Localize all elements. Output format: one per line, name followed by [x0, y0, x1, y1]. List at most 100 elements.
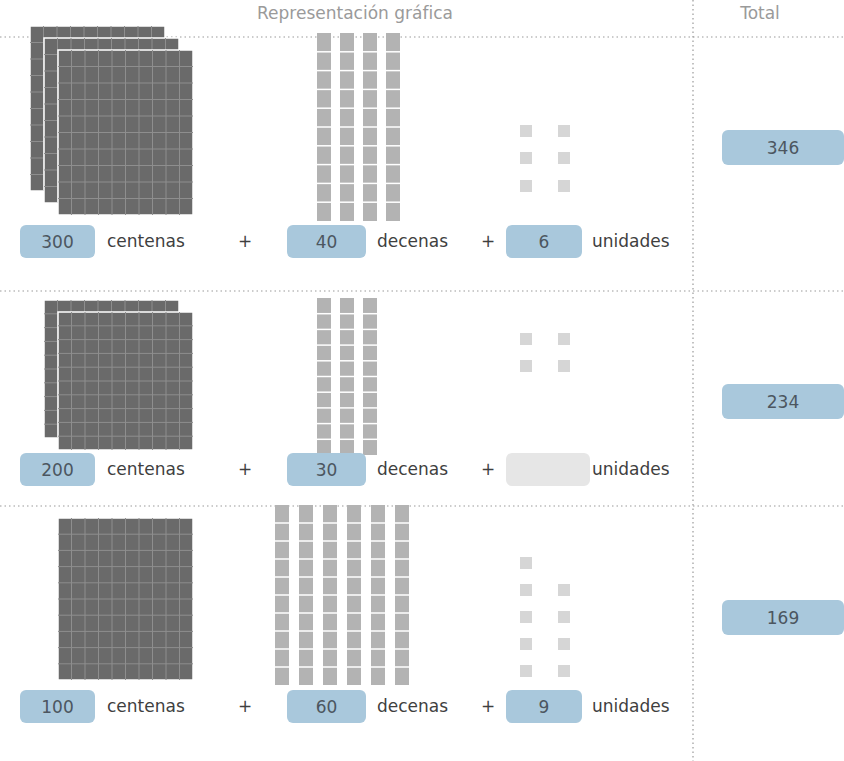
rod-division	[395, 576, 409, 578]
dotted-rule	[0, 290, 844, 291]
flat-grid	[139, 50, 140, 215]
rod-division	[275, 558, 289, 560]
unit-cube	[558, 152, 570, 164]
rod-body	[363, 33, 377, 221]
number-value: 60	[316, 697, 338, 717]
rod-division	[395, 648, 409, 650]
rod-division	[363, 201, 377, 203]
unit-cube	[520, 180, 532, 192]
rod-division	[323, 576, 337, 578]
rod-division	[386, 183, 400, 185]
flat-grid	[58, 631, 193, 632]
rod-division	[363, 407, 377, 409]
flat-grid	[58, 132, 193, 133]
flat-grid	[58, 182, 193, 183]
flat-grid	[152, 50, 153, 215]
place-label: +	[238, 696, 252, 716]
rod-division	[275, 522, 289, 524]
ten-rod	[347, 505, 361, 685]
hundred-flat	[58, 312, 193, 450]
rod-division	[386, 145, 400, 147]
rod-division	[371, 522, 385, 524]
rod-division	[317, 145, 331, 147]
rod-division	[299, 612, 313, 614]
ten-rod	[340, 33, 354, 221]
flat-grid	[179, 312, 180, 450]
place-label: +	[481, 231, 495, 251]
rod-division	[317, 423, 331, 425]
place-label: centenas	[107, 231, 185, 251]
place-label: unidades	[592, 459, 670, 479]
rod-division	[340, 183, 354, 185]
rod-division	[340, 126, 354, 128]
rod-division	[347, 666, 361, 668]
number-value: 30	[316, 460, 338, 480]
rod-division	[340, 164, 354, 166]
rod-division	[371, 666, 385, 668]
rod-division	[363, 391, 377, 393]
rod-division	[363, 183, 377, 185]
rod-division	[275, 540, 289, 542]
rod-division	[395, 630, 409, 632]
total-box: 169	[722, 600, 844, 635]
rod-division	[317, 376, 331, 378]
rod-body	[275, 505, 289, 685]
number-value: 6	[539, 232, 550, 252]
rod-division	[317, 313, 331, 315]
rod-division	[317, 70, 331, 72]
value-box: 300	[20, 225, 95, 258]
rod-division	[323, 522, 337, 524]
flat-body	[58, 312, 193, 450]
rod-division	[347, 540, 361, 542]
rod-body	[363, 298, 377, 455]
value-box: 9	[506, 690, 582, 723]
rod-division	[299, 594, 313, 596]
unit-cube	[558, 584, 570, 596]
unit-cube	[520, 638, 532, 650]
hundred-flat	[58, 518, 193, 680]
rod-division	[363, 51, 377, 53]
rod-division	[340, 329, 354, 331]
total-box: 346	[722, 130, 844, 165]
ten-rod	[323, 505, 337, 685]
rod-body	[317, 33, 331, 221]
rod-division	[340, 51, 354, 53]
flat-grid	[166, 50, 167, 215]
rod-division	[275, 612, 289, 614]
place-label: +	[481, 696, 495, 716]
place-label: +	[481, 459, 495, 479]
flat-body	[58, 50, 193, 215]
rod-division	[317, 439, 331, 441]
rod-division	[275, 648, 289, 650]
empty-answer-box	[506, 453, 590, 486]
rod-division	[371, 630, 385, 632]
ten-rod	[340, 298, 354, 455]
rod-body	[386, 33, 400, 221]
rod-division	[299, 666, 313, 668]
number-value: 40	[316, 232, 338, 252]
rod-division	[340, 313, 354, 315]
rod-division	[340, 201, 354, 203]
rod-division	[363, 313, 377, 315]
rod-division	[347, 612, 361, 614]
rod-division	[371, 594, 385, 596]
rod-division	[386, 70, 400, 72]
flat-grid	[166, 312, 167, 450]
flat-grid	[58, 422, 193, 423]
unit-cube	[520, 152, 532, 164]
rod-division	[317, 344, 331, 346]
flat-grid	[58, 198, 193, 199]
rod-body	[317, 298, 331, 455]
value-box: 30	[287, 453, 366, 486]
rod-division	[323, 648, 337, 650]
place-label: centenas	[107, 459, 185, 479]
rod-division	[363, 89, 377, 91]
rod-division	[340, 360, 354, 362]
rod-division	[340, 89, 354, 91]
rod-division	[317, 329, 331, 331]
rod-division	[299, 540, 313, 542]
rod-division	[275, 666, 289, 668]
rod-division	[363, 164, 377, 166]
rod-division	[317, 391, 331, 393]
